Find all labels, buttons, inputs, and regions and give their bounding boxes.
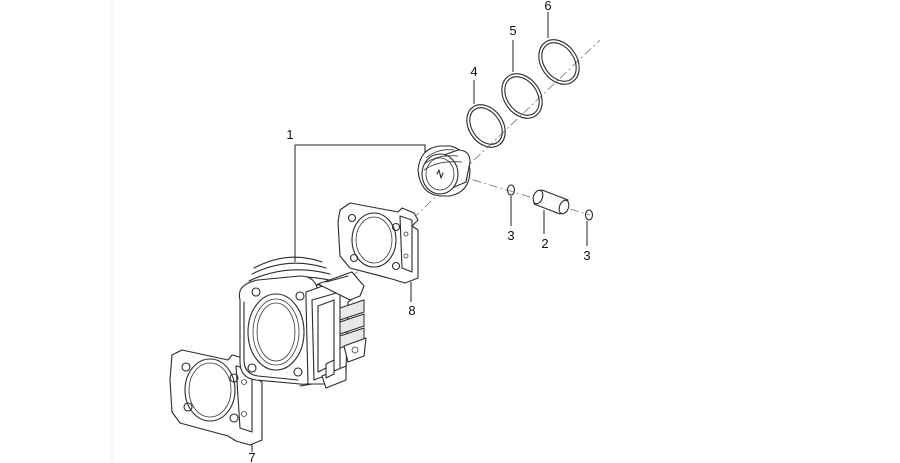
- piston-ring-oil: [538, 39, 580, 85]
- piston-ring-top: [466, 104, 506, 148]
- callout-ring-second: 5: [509, 23, 516, 38]
- head-gasket: [337, 202, 419, 284]
- piston-ring-second: [501, 73, 543, 119]
- piston-pin: [532, 189, 570, 215]
- cylinder: [238, 256, 367, 389]
- piston-pin-clip-left: [506, 184, 516, 196]
- callout-ring-top: 4: [470, 64, 477, 79]
- piston: [417, 145, 471, 197]
- base-gasket: [169, 349, 263, 446]
- callout-head-gasket: 8: [408, 303, 415, 318]
- leader-lines: [251, 12, 588, 452]
- callout-cylinder: 1: [286, 127, 293, 142]
- callout-base-gasket: 7: [248, 450, 255, 463]
- callout-piston-pin: 2: [541, 236, 548, 251]
- piston-pin-clip-right: [584, 209, 594, 221]
- callout-ring-oil: 6: [544, 0, 551, 13]
- callout-clip-right: 3: [583, 248, 590, 263]
- callout-clip-left: 3: [507, 228, 514, 243]
